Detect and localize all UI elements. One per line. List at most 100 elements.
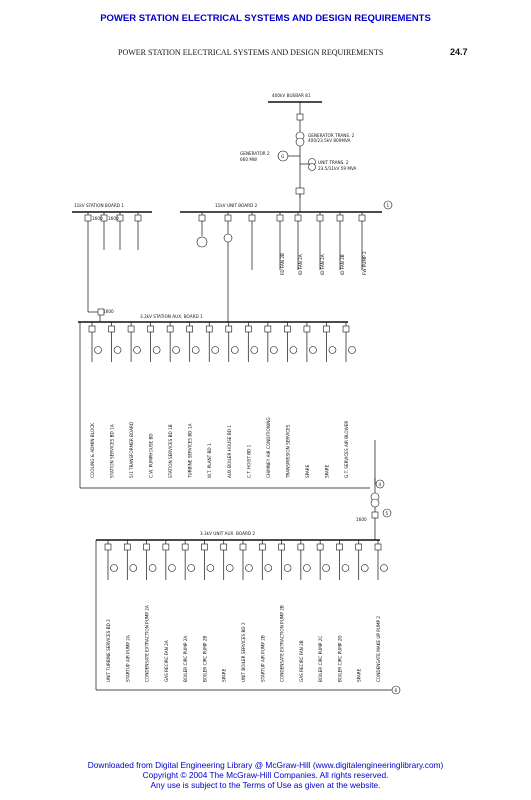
mark-5-circle bbox=[382, 508, 392, 518]
mark-4-circle bbox=[375, 479, 385, 489]
station-aux-feeder-label-3: 5/1 TRANSFORMER BOARD bbox=[129, 422, 134, 478]
station-aux-feeder-label-14: G.T. SERVICES AIR BLOWER bbox=[344, 421, 349, 478]
station-aux-feeder-label-2: STATION SERVICES BD 1A bbox=[110, 424, 115, 478]
top-busbar-label: 400kV BUSBAR 81 bbox=[272, 93, 311, 98]
unit-transformer-label-2: 23.5/11kV 59 MVA bbox=[318, 166, 357, 171]
mark-6: 6 bbox=[395, 688, 398, 693]
unit-aux-incomer-breaker: 1600 bbox=[356, 517, 367, 522]
station-aux-feeder-breaker-4 bbox=[147, 325, 154, 333]
unit-aux-feeder-breaker-7 bbox=[220, 543, 228, 551]
unit-aux-feeder-label-7: SPARE bbox=[222, 668, 227, 682]
station-aux-feeder-label-8: AUX BOILER HOUSE BD 1 bbox=[227, 425, 232, 478]
generator-symbol bbox=[277, 150, 289, 162]
unit-aux-feeder-breaker-6 bbox=[201, 543, 208, 551]
station-aux-feeder-label-5: STATION SERVICES BD 1B bbox=[168, 424, 173, 478]
station-aux-feeder-label-9: C.T. HOIST BD 1 bbox=[246, 444, 251, 478]
unit-aux-feeder-motor-15 bbox=[380, 564, 388, 572]
unit-aux-feeder-breaker-14 bbox=[355, 543, 363, 551]
unit-aux-feeder-label-6: BOILER CIRC PUMP 2B bbox=[202, 636, 207, 682]
station-aux-board-label: 3.3kV STATION AUX. BOARD 1 bbox=[140, 314, 203, 319]
station-aux-feeder-motor-11 bbox=[289, 346, 298, 354]
station-aux-feeder-motor-6 bbox=[191, 346, 200, 354]
aux-transformer-coil-2 bbox=[370, 498, 380, 508]
unit-aux-feeder-motor-7 bbox=[225, 564, 234, 572]
unit-aux-feeder-motor-3 bbox=[148, 564, 157, 572]
station-aux-feeder-label-10: CHIMNEY AIR CONDITIONING bbox=[266, 417, 271, 478]
station-aux-feeder-breaker-14 bbox=[342, 325, 350, 333]
unit-aux-feeder-label-2: STARTUP AIR PUMP 2A bbox=[125, 635, 130, 682]
station-aux-feeder-breaker-11 bbox=[284, 325, 291, 333]
unit-board-feeders bbox=[196, 212, 366, 300]
station-aux-feeder-motor-5 bbox=[172, 346, 180, 354]
station-aux-feeder-label-13: SPARE bbox=[324, 464, 329, 478]
generator-transformer-label-1: GENERATOR TRANS. 2 bbox=[308, 133, 355, 138]
mark-5: 5 bbox=[386, 511, 389, 516]
mark-1-circle bbox=[383, 200, 393, 210]
station-aux-feeder-breaker-10 bbox=[264, 325, 272, 333]
unit-aux-feeder-motor-13 bbox=[341, 564, 350, 572]
unit-aux-feeder-label-9: STARTUP AIR PUMP 2B bbox=[260, 635, 265, 682]
station-board-breaker-1: 1600 bbox=[92, 216, 103, 221]
generator-transformer-coil-2 bbox=[295, 137, 305, 147]
unit-aux-feeder-label-11: GAS RECIRC FAN 2B bbox=[299, 640, 304, 682]
unit-aux-feeder-breaker-3 bbox=[143, 543, 150, 551]
unit-aux-feeder-breaker-2 bbox=[123, 543, 131, 551]
generator-label-2: 660 MW bbox=[240, 157, 257, 162]
station-aux-feeder-label-12: SPARE bbox=[305, 464, 310, 478]
unit-aux-feeder-label-3: CONDENSATE EXTRACTION PUMP 2A bbox=[145, 605, 150, 682]
station-aux-feeder-label-6: TURBINE SERVICES BD 1A bbox=[188, 424, 193, 479]
station-aux-feeder-breaker-6 bbox=[186, 325, 193, 333]
station-aux-feeder-motor-10 bbox=[270, 346, 278, 354]
station-board-breaker-2: 1600 bbox=[108, 216, 119, 221]
station-aux-feeder-motor-2 bbox=[113, 346, 122, 354]
unit-aux-feeder-label-5: BOILER CIRC PUMP 2A bbox=[183, 636, 188, 682]
aux-incomer-breaker: 1600 bbox=[103, 309, 114, 314]
mark-6-circle bbox=[391, 685, 401, 695]
unit-aux-feeder-label-4: GAS RECIRC FAN 2A bbox=[164, 640, 169, 682]
unit-transformer-label-1: UNIT TRANS. 2 bbox=[318, 160, 349, 165]
station-aux-feeder-motor-1 bbox=[94, 346, 102, 354]
station-aux-feeder-motor-8 bbox=[230, 346, 239, 354]
unit-aux-feeder-motor-11 bbox=[303, 564, 311, 572]
station-aux-feeder-label-7: W.T. PLANT BD 1 bbox=[207, 443, 212, 478]
unit-aux-feeder-breaker-11 bbox=[297, 543, 305, 551]
unit-aux-feeder-motor-1 bbox=[110, 564, 118, 572]
station-aux-feeder-breaker-7 bbox=[205, 325, 213, 333]
station-board-label: 11kV STATION BOARD 1 bbox=[74, 203, 124, 208]
station-aux-feeder-motor-7 bbox=[211, 346, 220, 354]
generator-glyph: G bbox=[281, 154, 284, 159]
station-aux-feeder-label-11: TRANSMISSION SERVICES bbox=[285, 424, 290, 479]
footer-line-3: Any use is subject to the Terms of Use a… bbox=[150, 780, 381, 790]
unit-aux-feeder-motor-14 bbox=[360, 564, 369, 572]
page-banner: POWER STATION ELECTRICAL SYSTEMS AND DES… bbox=[100, 13, 431, 24]
unit-aux-feeder-breaker-5 bbox=[181, 543, 189, 551]
station-aux-feeder-motor-14 bbox=[348, 346, 356, 354]
unit-board-feeder-3: ID FAN 2A bbox=[320, 254, 325, 275]
station-aux-feeder-motor-3 bbox=[133, 346, 141, 354]
station-aux-feeder-motor-12 bbox=[309, 346, 317, 354]
station-aux-feeder-motor-4 bbox=[152, 346, 161, 354]
unit-aux-feeder-motor-2 bbox=[129, 564, 138, 572]
station-aux-feeder-breaker-13 bbox=[323, 325, 330, 333]
station-aux-feeder-label-4: C.W. PUMPHOUSE BD bbox=[149, 433, 154, 478]
station-aux-feeder-breaker-9 bbox=[245, 325, 252, 333]
unit-aux-feeder-breaker-12 bbox=[316, 543, 324, 551]
station-aux-feeder-breaker-5 bbox=[166, 325, 174, 333]
unit-aux-feeder-breaker-9 bbox=[258, 543, 266, 551]
unit-transformer-coil-2 bbox=[308, 163, 316, 171]
mark-1: 1 bbox=[387, 203, 390, 208]
unit-aux-feeder-motor-12 bbox=[322, 564, 330, 572]
unit-aux-feeder-label-12: BOILER CIRC PUMP 2C bbox=[318, 636, 323, 682]
unit-aux-feeder-label-8: UNIT BOILER SERVICES BD 2 bbox=[241, 622, 246, 682]
unit-aux-feeder-label-15: CONDENSATE MAKE UP PUMP 2 bbox=[376, 616, 381, 682]
unit-aux-board-label: 3.3kV UNIT AUX. BOARD 2 bbox=[200, 531, 255, 536]
unit-aux-feeder-label-10: CONDENSATE EXTRACTION PUMP 2B bbox=[280, 605, 285, 682]
station-board-feeders bbox=[84, 212, 142, 298]
unit-aux-feeder-motor-4 bbox=[168, 564, 176, 572]
unit-aux-feeder-motor-9 bbox=[264, 564, 273, 572]
unit-board-feeder-1: ID FAN 2A bbox=[298, 254, 303, 275]
unit-aux-feeder-breaker-13 bbox=[336, 543, 343, 551]
